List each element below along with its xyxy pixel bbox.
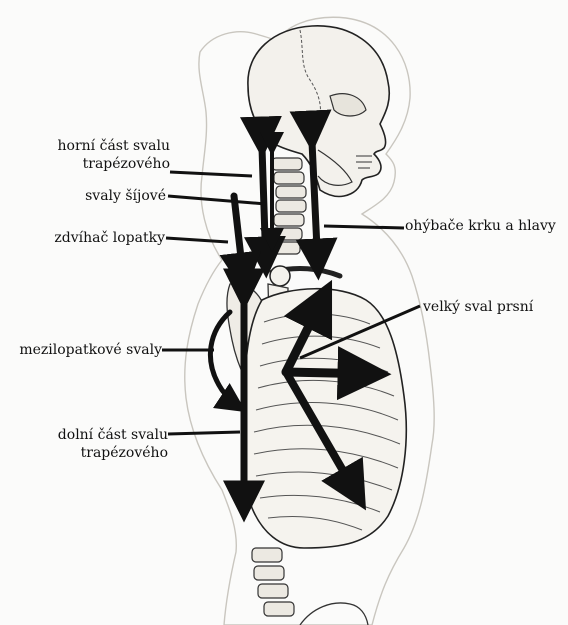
upper-trapezius-arrow (262, 148, 266, 268)
label-lower-trapezius-line1: dolní část svalu (46, 426, 168, 444)
pectoral-arrow-mid (286, 372, 378, 374)
skull (248, 26, 389, 197)
label-levator-scapulae: zdvíhač lopatky (43, 229, 165, 247)
label-interscapular-muscles: mezilopatkové svaly (12, 341, 162, 359)
leader-neck-flexors (324, 226, 404, 228)
leader-upper-trapezius (170, 172, 252, 176)
pelvis (300, 603, 368, 625)
shoulder-joint (270, 266, 290, 286)
label-upper-trapezius-line1: horní část svalu (36, 137, 170, 155)
label-upper-trapezius-line2: trapézového (36, 155, 170, 173)
label-lower-trapezius-line2: trapézového (46, 444, 168, 462)
cervical-spine (270, 158, 306, 254)
label-lower-trapezius: dolní část svalu trapézového (46, 426, 168, 462)
lumbar-spine (252, 548, 294, 616)
leader-levator (166, 238, 228, 242)
label-neck-head-flexors: ohýbače krku a hlavy (405, 217, 565, 235)
label-pectoralis-major: velký sval prsní (423, 298, 548, 316)
leader-neck-muscles (168, 196, 266, 204)
leader-lower-trapezius (168, 432, 240, 434)
rib-cage (242, 289, 407, 548)
label-upper-trapezius: horní část svalu trapézového (36, 137, 170, 173)
levator-arrow (234, 196, 244, 284)
label-neck-muscles: svaly šíjové (76, 187, 166, 205)
